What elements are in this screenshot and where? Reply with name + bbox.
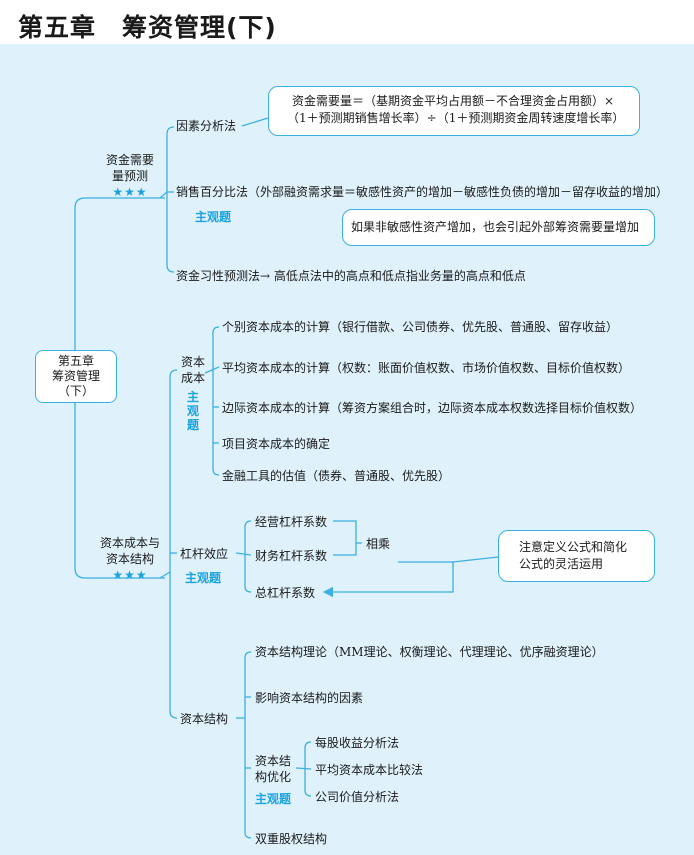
branch1-bracket [166, 126, 175, 273]
cost-item: 个别资本成本的计算（银行借款、公司债券、优先股、普通股、留存收益） [222, 320, 619, 334]
optimize-line1: 资本结 [255, 754, 292, 768]
dual-class-structure: 双重股权结构 [255, 832, 328, 846]
sales-note-bubble: 如果非敏感性资产增加，也会引起外部筹资需要量增加 [342, 209, 655, 246]
total-leverage-arrow [322, 561, 454, 598]
root-line3: （下） [57, 384, 94, 398]
cost-label: 资本 成本 [178, 354, 208, 386]
root-node: 第五章 筹资管理 （下） [35, 350, 117, 403]
branch2-label-line1: 资本成本与 [99, 536, 160, 550]
factor-formula-line1: 资金需要量＝（基期资金平均占用额－不合理资金占用额）× [292, 94, 615, 108]
factor-formula-bubble: 资金需要量＝（基期资金平均占用额－不合理资金占用额）× （1＋预测期销售增长率）… [268, 86, 640, 136]
branch1-label-line2: 量预测 [111, 169, 148, 183]
structure-bracket [244, 651, 252, 839]
branch1-label-line1: 资金需要 [105, 153, 154, 167]
factor-method: 因素分析法 [176, 119, 237, 133]
optimize-method: 平均资本成本比较法 [315, 763, 424, 777]
structure-factors: 影响资本结构的因素 [255, 691, 364, 705]
cost-item: 平均资本成本的计算（权数：账面价值权数、市场价值权数、目标价值权数） [222, 361, 631, 375]
factor-formula-line2: （1＋预测期销售增长率）÷（1＋预测期资金周转速度增长率） [287, 111, 625, 125]
star-rating: ★★★ [112, 568, 148, 582]
subj-char: 观 [187, 404, 200, 418]
structure-optimize: 资本结 构优化 [255, 753, 291, 785]
leverage-note-bubble: 注意定义公式和简化 公式的灵活运用 [498, 530, 655, 582]
leverage-item: 财务杠杆系数 [255, 549, 328, 563]
branch2-bracket [169, 369, 178, 719]
subjective-tag: 主观题 [255, 792, 292, 806]
root-line2: 筹资管理 [51, 369, 100, 383]
title-band [0, 0, 694, 44]
cost-item: 项目资本成本的确定 [222, 437, 331, 451]
multiply-label: 相乘 [366, 537, 391, 551]
leverage-label: 杠杆效应 [180, 547, 229, 561]
page-title: 第五章 筹资管理(下) [18, 13, 277, 42]
optimize-method: 每股收益分析法 [315, 736, 400, 750]
sales-note-text: 如果非敏感性资产增加，也会引起外部筹资需要量增加 [351, 220, 640, 234]
subjective-tag: 主观题 [195, 210, 232, 224]
star-rating: ★★★ [112, 185, 148, 199]
subj-char: 题 [187, 418, 200, 432]
leverage-note-line2: 公式的灵活运用 [519, 557, 604, 571]
root-line1: 第五章 [57, 354, 94, 368]
cost-item: 边际资本成本的计算（筹资方案组合时，边际资本成本权数选择目标价值权数） [222, 401, 643, 415]
subj-char: 主 [187, 390, 200, 404]
leverage-bracket [244, 520, 252, 593]
leverage-note-line1: 注意定义公式和简化 [519, 540, 628, 554]
branch1-label: 资金需要 量预测 ★★★ [100, 152, 160, 200]
cost-label-line1: 资本 [180, 355, 205, 369]
cost-item: 金融工具的估值（债券、普通股、优先股） [222, 469, 451, 483]
structure-theory: 资本结构理论（MM理论、权衡理论、代理理论、优序融资理论） [255, 645, 604, 659]
multiply-bracket [333, 520, 357, 556]
leverage-item: 经营杠杆系数 [255, 515, 328, 529]
subjective-tag-vertical: 主 观 题 [187, 390, 199, 432]
sales-percent-method: 销售百分比法（外部融资需求量＝敏感性资产的增加－敏感性负债的增加－留存收益的增加… [176, 185, 669, 199]
cost-bracket [212, 326, 220, 476]
structure-label: 资本结构 [180, 712, 229, 726]
subjective-tag: 主观题 [185, 571, 222, 585]
factor-connector [241, 117, 269, 127]
optimize-line2: 构优化 [255, 770, 292, 784]
optimize-method: 公司价值分析法 [315, 790, 400, 804]
habit-method: 资金习性预测法→ 高低点法中的高点和低点指业务量的高点和低点 [176, 269, 526, 283]
leverage-item: 总杠杆系数 [255, 586, 316, 600]
branch2-label: 资本成本与 资本结构 ★★★ [96, 535, 164, 583]
cost-label-line2: 成本 [180, 371, 205, 385]
branch2-label-line2: 资本结构 [105, 552, 154, 566]
